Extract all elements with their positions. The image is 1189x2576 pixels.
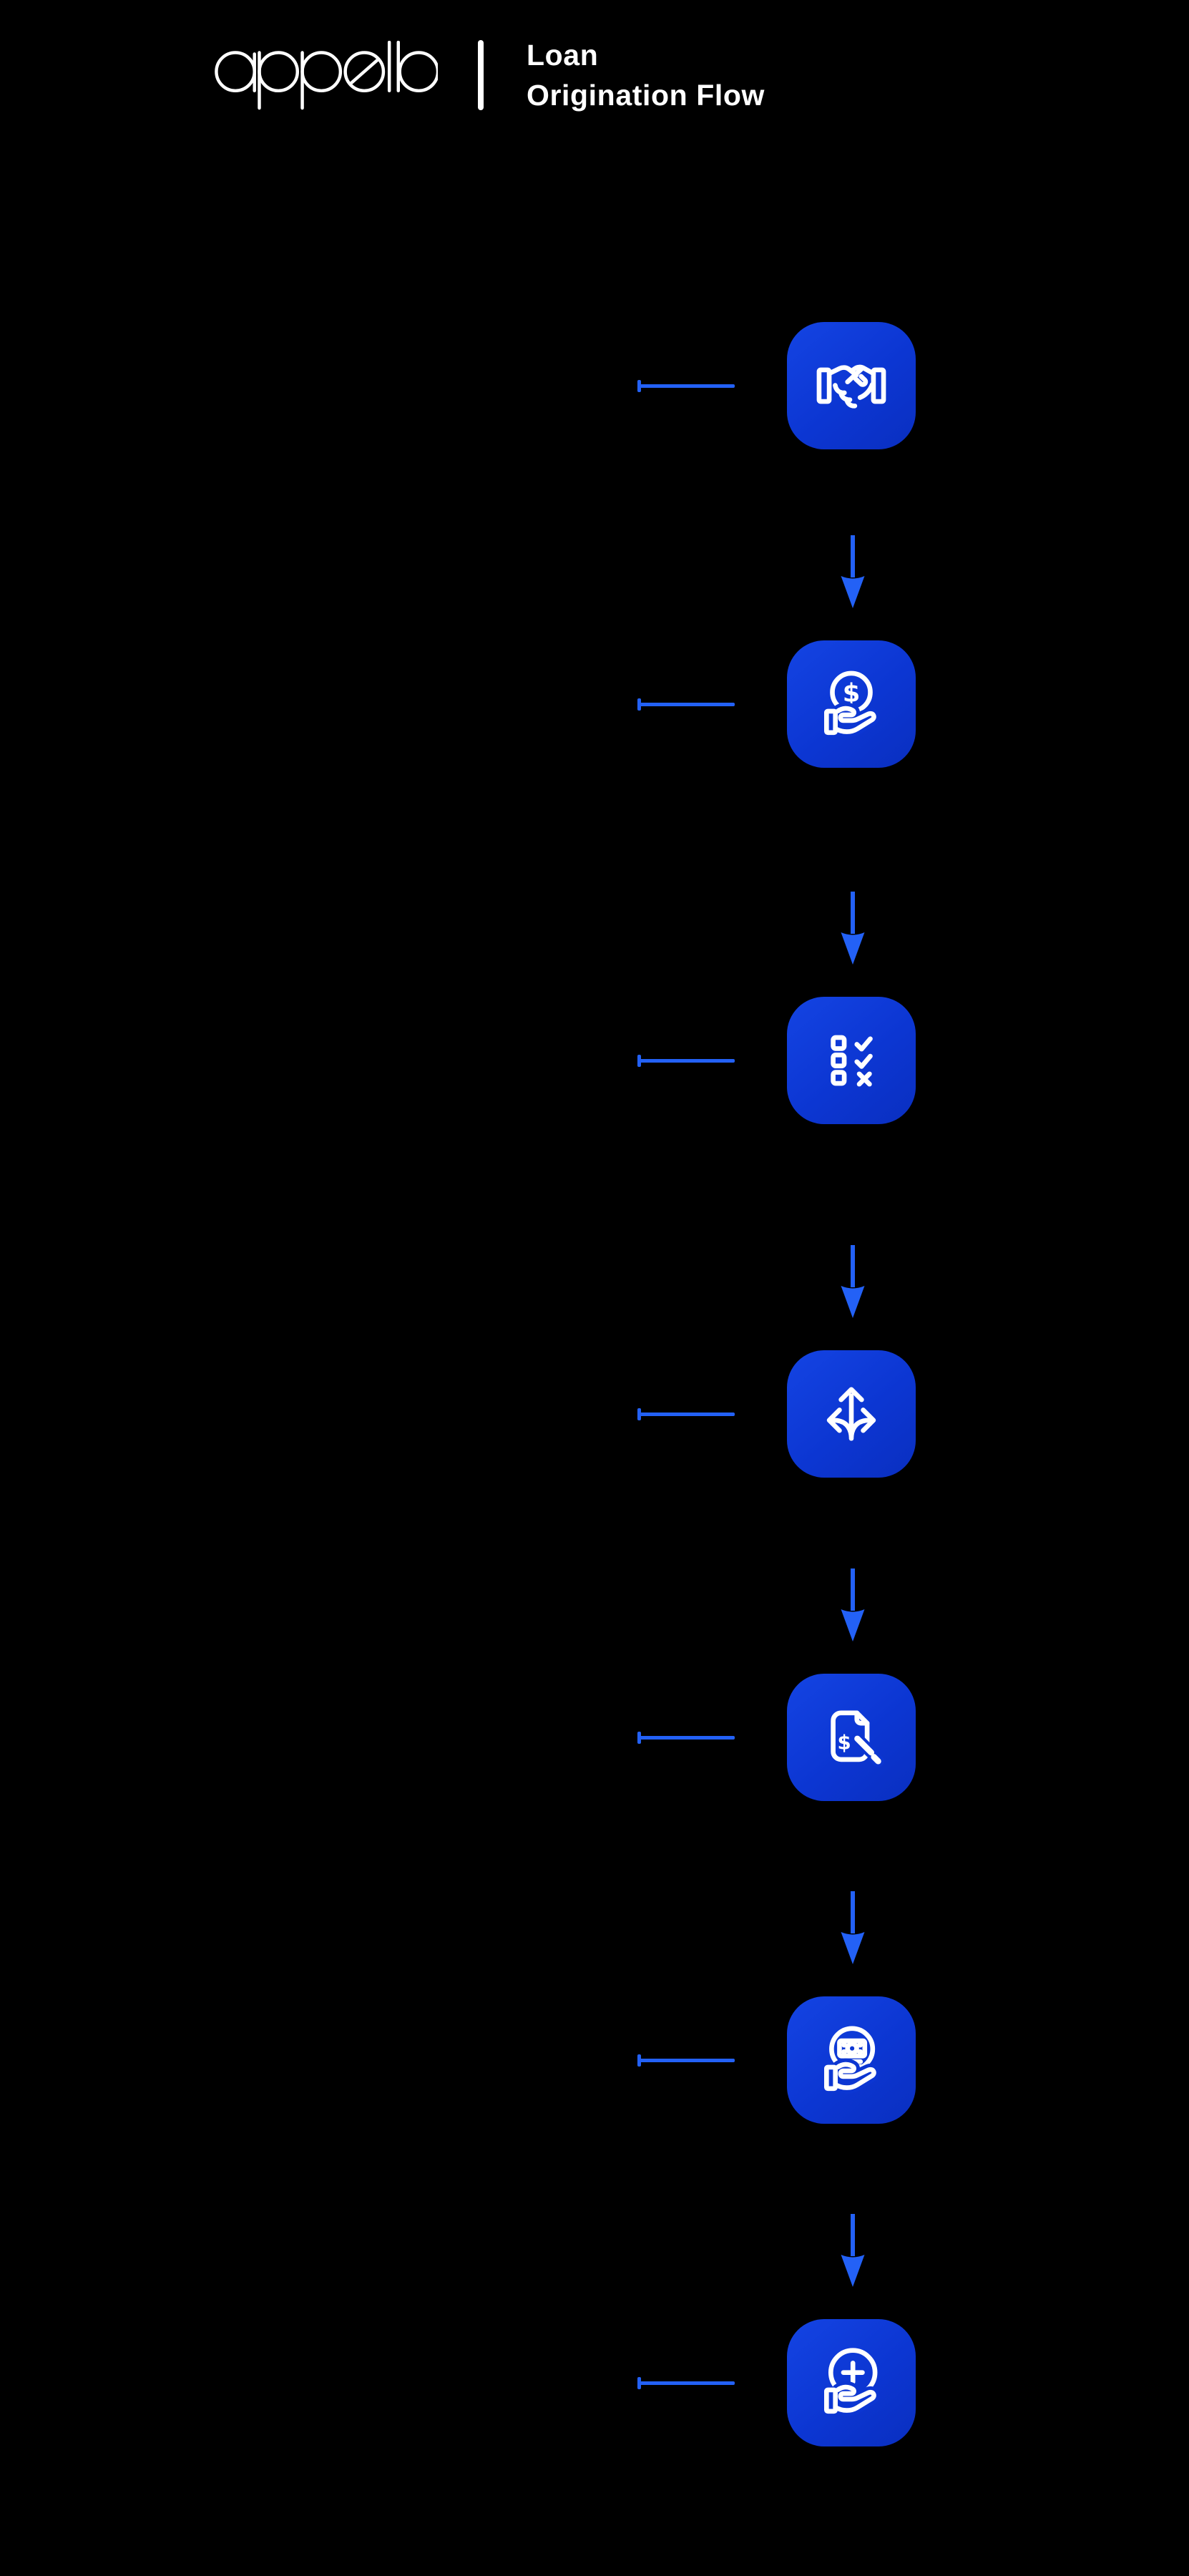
- step-connector-line: [639, 703, 735, 706]
- step-connector-line: [639, 2059, 735, 2062]
- handshake-icon: [816, 364, 886, 409]
- dollar-glyph: $: [837, 1731, 851, 1755]
- page-title: Loan Origination Flow: [527, 35, 765, 115]
- flow-step-tile: [787, 1996, 916, 2124]
- circle-plus-in-hand-icon: [824, 2348, 880, 2416]
- flow-arrow-down: [841, 1568, 865, 1641]
- flow-arrow-down: [841, 1891, 865, 1964]
- title-line-1: Loan: [527, 39, 599, 72]
- flow-step-tile: [787, 997, 916, 1124]
- document-sign-icon: $: [831, 1710, 884, 1767]
- step-connector-line: [639, 2381, 735, 2385]
- flow-arrow-down: [841, 535, 865, 608]
- title-line-2: Origination Flow: [527, 79, 765, 112]
- flow-step-tile: [787, 2319, 916, 2446]
- header-divider: [478, 40, 484, 110]
- appello-logo: [215, 41, 438, 110]
- money-in-hand-icon: $: [824, 670, 880, 738]
- cash-in-hand-icon: [824, 2026, 880, 2094]
- flow-arrow-down: [841, 892, 865, 965]
- flow-arrow-down: [841, 1245, 865, 1318]
- step-connector-line: [639, 1413, 735, 1416]
- flow-arrow-down: [841, 2214, 865, 2287]
- step-connector-line: [639, 1736, 735, 1740]
- flow-step-tile: [787, 322, 916, 449]
- flow-step-tile: $: [787, 640, 916, 768]
- step-connector-line: [639, 384, 735, 388]
- step-connector-line: [639, 1059, 735, 1063]
- flow-step-tile: [787, 1350, 916, 1478]
- checklist-icon: [831, 1035, 873, 1087]
- flow-step-tile: $: [787, 1674, 916, 1801]
- branch-arrows-icon: [826, 1387, 876, 1441]
- brand-text: appello: [0, 0, 1, 1]
